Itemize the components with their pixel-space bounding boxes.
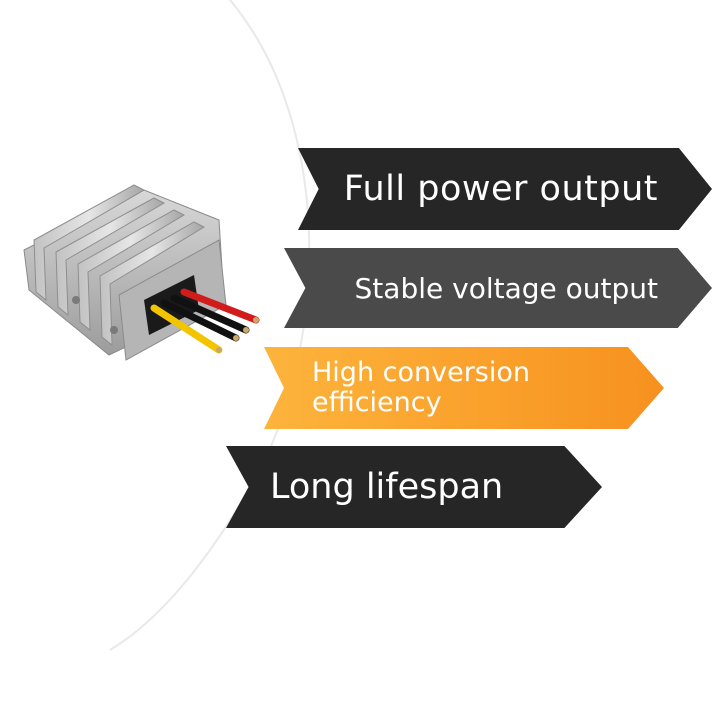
feature-label: High conversion efficiency [312,357,531,418]
feature-banner-long-lifespan: Long lifespan [226,446,602,528]
dc-converter-image [23,184,260,361]
feature-banner-high-efficiency: High conversion efficiency [264,347,664,429]
feature-label: Stable voltage output [354,271,658,305]
feature-banner-stable-voltage: Stable voltage output [284,248,712,328]
feature-banner-full-power: Full power output [298,148,712,230]
feature-label: Long lifespan [270,467,504,507]
feature-label: Full power output [343,169,658,209]
